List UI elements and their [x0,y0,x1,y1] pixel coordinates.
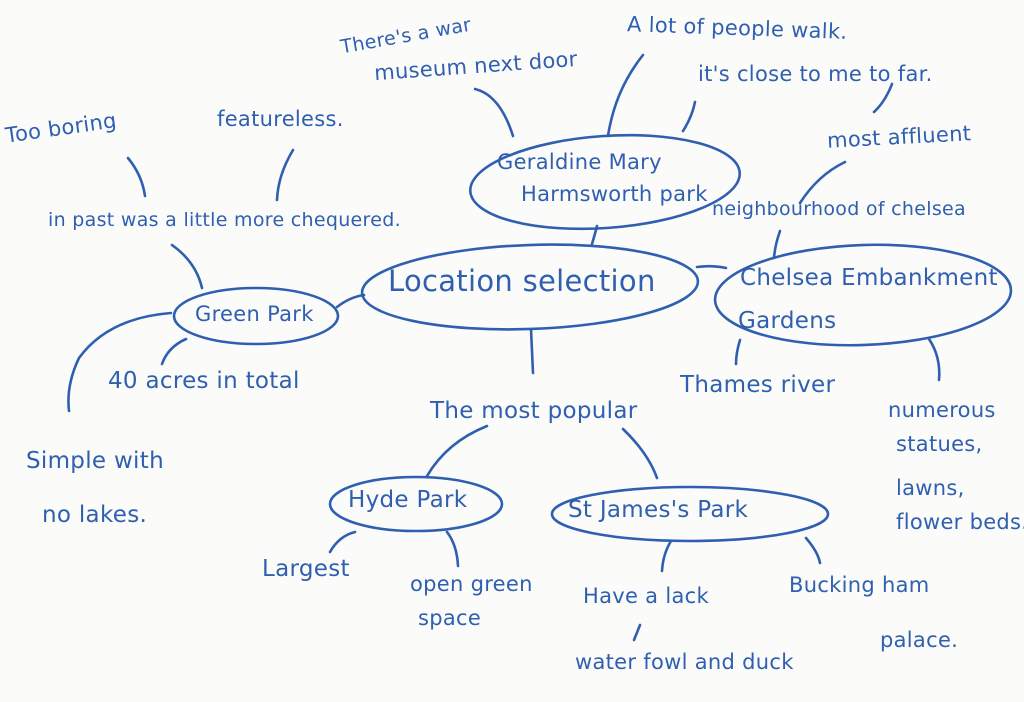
hyde-park-node-outline [328,475,504,533]
waterfowl-note: water fowl and duck [575,650,794,674]
open-green-line1: open green [410,572,533,596]
statues-line4: flower beds. [896,510,1024,534]
connector-center-green [335,293,366,309]
connector-affluent [872,82,894,114]
close-note: it's close to me to far. [698,62,933,86]
connector-war-museum [473,87,515,138]
connector-chelsea-to-affluent [772,229,782,260]
connector-thames [734,338,742,366]
statues-line3: lawns, [896,476,965,500]
featureless-note: featureless. [217,107,344,131]
connector-center-geraldine [590,224,599,246]
chelsea-node-outline [713,243,1013,347]
affluent-line2: neighbourhood of chelsea [712,198,966,220]
green-park-name: Green Park [195,302,314,326]
buckingham-line1: Bucking ham [789,573,930,597]
statues-line1: numerous [888,398,996,422]
connector-buckingham [804,536,822,565]
connector-waterfowl [632,623,642,642]
chelsea-name-line1: Chelsea Embankment [740,265,998,291]
connector-simple [67,311,173,413]
most-popular-label: The most popular [430,398,638,424]
open-green-line2: space [418,606,482,630]
thames-note: Thames river [680,372,836,398]
lack-note: Have a lack [583,584,709,608]
connector-boring [126,156,147,198]
simple-line2: no lakes. [42,502,148,528]
st-james-node-outline [550,485,830,543]
connector-past [170,243,204,290]
center-node-label: Location selection [388,264,656,298]
connector-largest [328,530,357,554]
connector-affluent-chelsea [798,160,847,205]
acres-note: 40 acres in total [108,368,300,394]
connector-center-popular [529,327,535,375]
statues-line2: statues, [896,432,983,456]
geraldine-node-outline [468,133,742,231]
st-james-name: St James's Park [568,497,749,523]
connector-close [681,100,697,133]
simple-line1: Simple with [26,448,164,474]
connector-popular-hyde [425,424,489,478]
connector-center-chelsea [695,264,728,270]
connector-statues [927,337,941,382]
connector-popular-stjames [621,427,659,480]
connector-open-green [445,530,460,568]
largest-note: Largest [262,556,350,582]
geraldine-name-line2: Harmsworth park [521,182,708,206]
hyde-park-name: Hyde Park [348,487,468,513]
buckingham-line2: palace. [880,628,959,652]
geraldine-name-line1: Geraldine Mary [497,150,662,174]
connector-lack [660,539,673,573]
connector-acres [160,337,188,366]
chelsea-name-line2: Gardens [738,308,837,334]
connector-featureless [275,148,295,202]
past-note: in past was a little more chequered. [48,209,401,231]
green-park-node-outline [172,286,340,346]
connector-people-walk [606,53,645,138]
